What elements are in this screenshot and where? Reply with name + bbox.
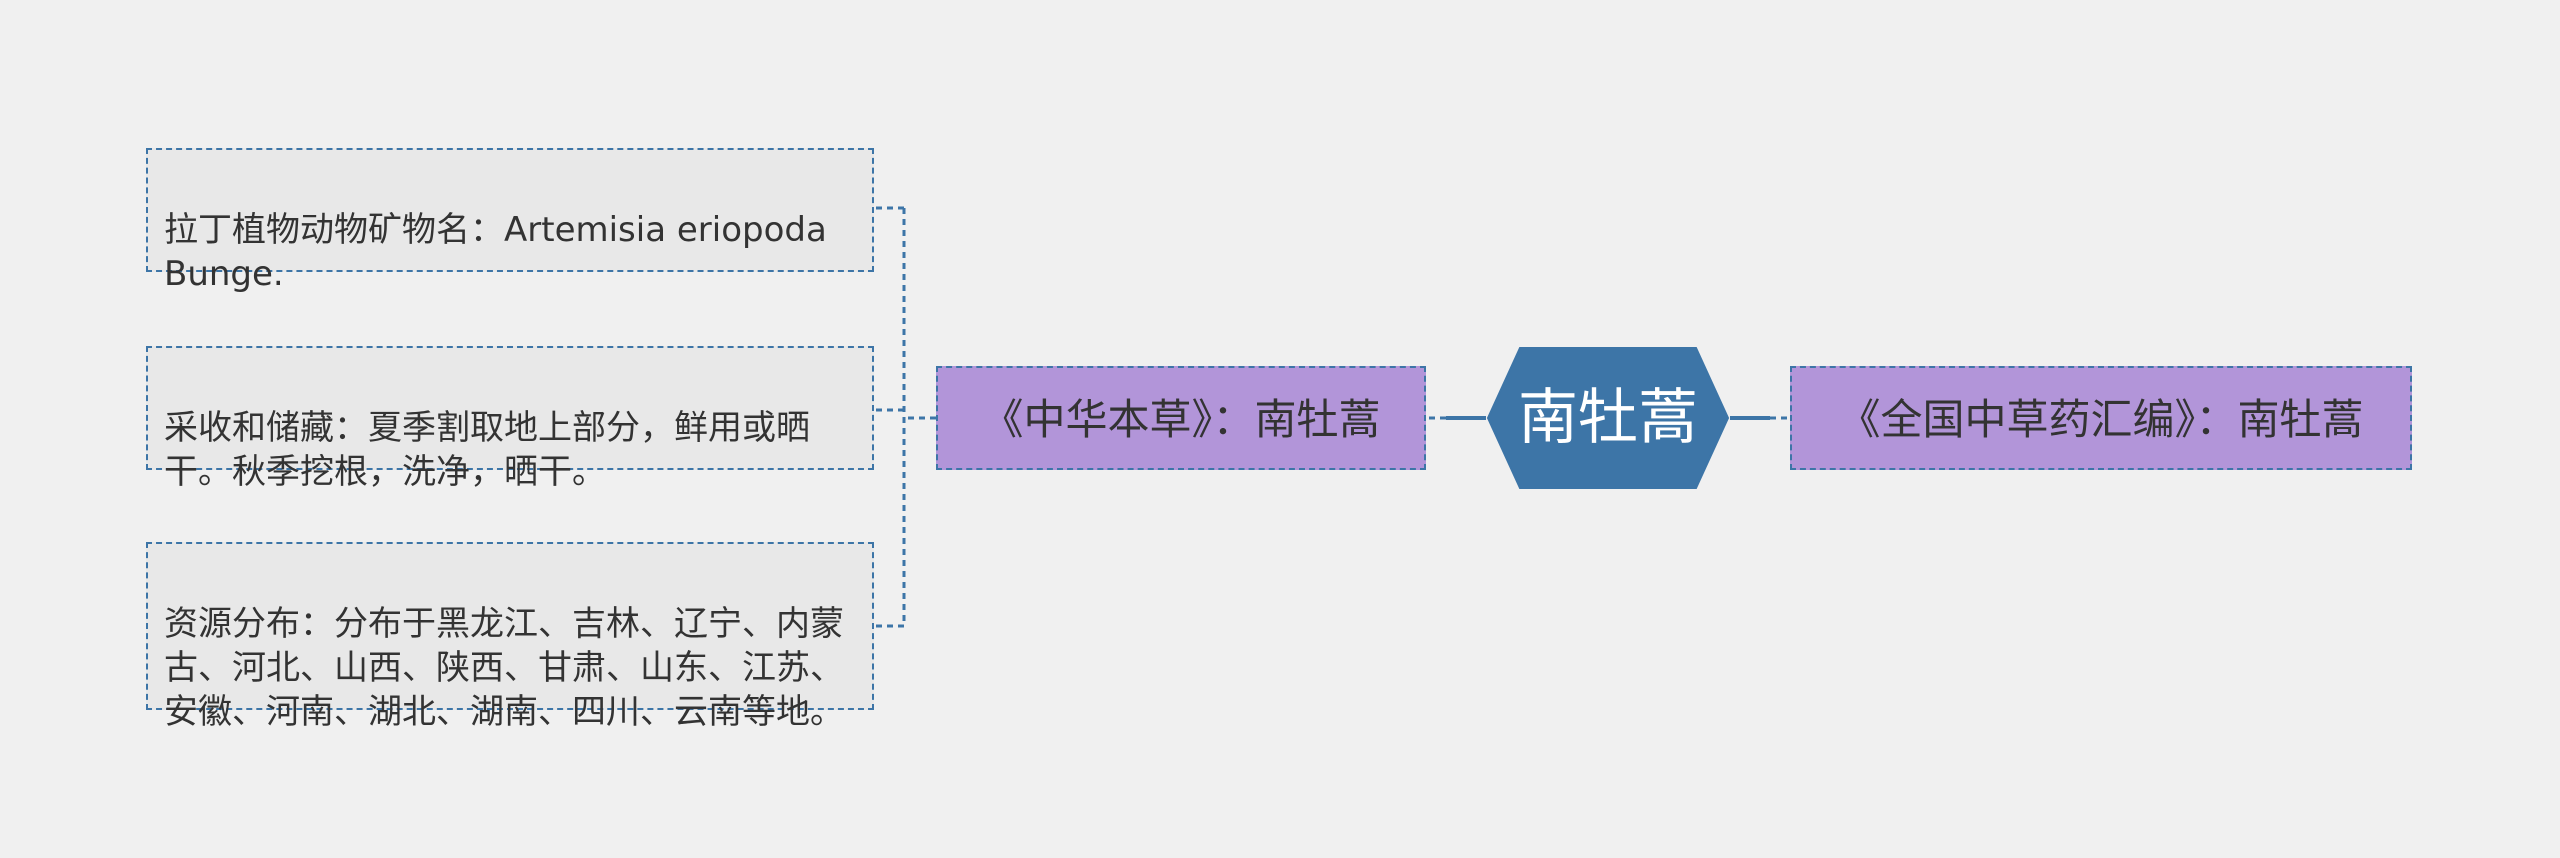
central-topic-label: 南牡蒿 (1518, 383, 1698, 453)
leaf-harvest-storage[interactable]: 采收和储藏：夏季割取地上部分，鲜用或晒干。秋季挖根，洗净，晒干。 (146, 346, 874, 492)
branch-zhonghua-bencao[interactable]: 《中华本草》：南牡蒿 (936, 366, 1426, 470)
leaf-latin-name-text: 拉丁植物动物矿物名：Artemisia eriopoda Bunge. (164, 210, 827, 294)
leaf-latin-name[interactable]: 拉丁植物动物矿物名：Artemisia eriopoda Bunge. (146, 148, 874, 294)
branch-quanguo-zhongcaoyao[interactable]: 《全国中草药汇编》：南牡蒿 (1790, 366, 2412, 470)
branch-quanguo-zhongcaoyao-label: 《全国中草药汇编》：南牡蒿 (1838, 395, 2364, 444)
central-topic[interactable]: 南牡蒿 (1486, 346, 1730, 490)
leaf-distribution[interactable]: 资源分布：分布于黑龙江、吉林、辽宁、内蒙古、河北、山西、陕西、甘肃、山东、江苏、… (146, 542, 874, 732)
leaf-harvest-storage-text: 采收和储藏：夏季割取地上部分，鲜用或晒干。秋季挖根，洗净，晒干。 (164, 408, 810, 492)
central-hexagon (1486, 347, 1730, 489)
leaf-distribution-text: 资源分布：分布于黑龙江、吉林、辽宁、内蒙古、河北、山西、陕西、甘肃、山东、江苏、… (164, 604, 844, 732)
branch-zhonghua-bencao-label: 《中华本草》：南牡蒿 (981, 395, 1381, 444)
